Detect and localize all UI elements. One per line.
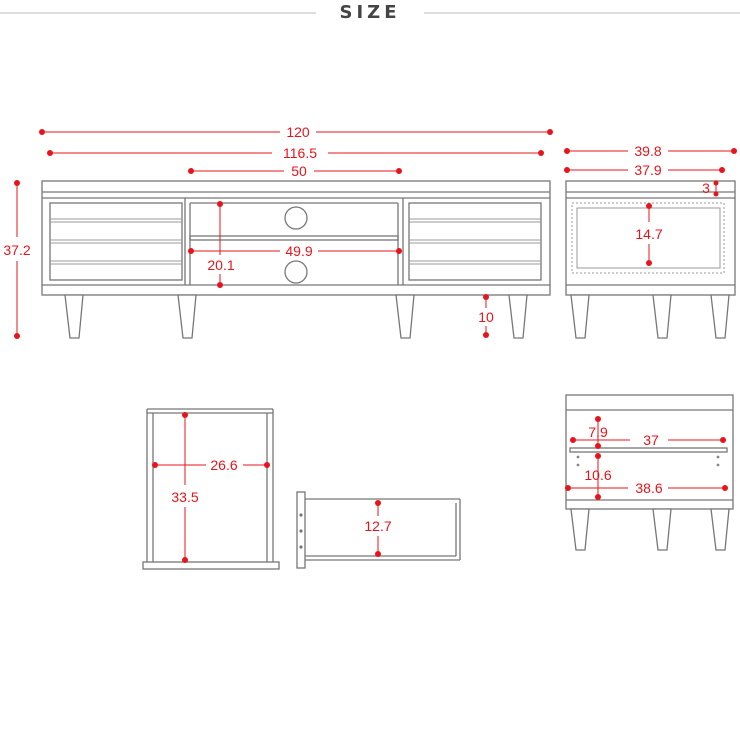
dimension-top-thickness: 3 — [702, 180, 719, 197]
label-shelf-height: 20.1 — [207, 257, 234, 273]
dimension-leg-height: 10 — [478, 294, 494, 338]
label-drawer-height: 33.5 — [171, 489, 198, 505]
label-bottom-depth: 38.6 — [635, 480, 662, 496]
label-inner-width: 116.5 — [283, 145, 317, 161]
title-rules — [0, 12, 740, 14]
dimension-inner-width: 116.5 — [47, 145, 544, 161]
dimension-drawer-side-height: 12.7 — [364, 500, 392, 557]
label-total-height: 37.2 — [3, 242, 30, 258]
label-shelf-depth: 37 — [643, 432, 659, 448]
label-drawer-width: 26.6 — [210, 457, 237, 473]
front-view-furniture — [41, 180, 551, 339]
dimension-opening-height: 14.7 — [635, 203, 663, 266]
label-center-width: 50 — [291, 163, 307, 179]
dimension-total-height: 37.2 — [3, 180, 31, 339]
label-top-thickness: 3 — [702, 180, 710, 196]
dimension-shelf-height: 20.1 — [207, 201, 235, 288]
page-title: SIZE — [339, 2, 401, 23]
label-leg-height: 10 — [478, 309, 494, 325]
drawer-front-view — [142, 408, 280, 570]
dimension-bottom-depth: 38.6 — [565, 480, 728, 496]
dimension-shelf-depth: 37 — [570, 432, 726, 448]
dimension-drawer-width: 26.6 — [152, 457, 270, 473]
dimension-lower-gap: 10.6 — [584, 453, 612, 500]
dimension-center-width: 50 — [188, 163, 402, 179]
section-view-furniture — [565, 394, 734, 551]
dimension-inner-depth: 37.9 — [564, 162, 725, 178]
drawer-side-view — [296, 491, 461, 569]
dimension-drawer-height: 33.5 — [171, 412, 199, 563]
label-drawer-side-height: 12.7 — [364, 518, 391, 534]
dimension-depth: 39.8 — [564, 143, 737, 159]
label-inner-depth: 37.9 — [634, 162, 661, 178]
label-opening-height: 14.7 — [635, 226, 662, 242]
label-upper-gap: 7.9 — [588, 424, 608, 440]
label-total-width: 120 — [286, 124, 310, 140]
dimension-upper-gap: 7.9 — [588, 416, 608, 449]
dimension-total-width: 120 — [39, 124, 553, 140]
dimension-shelf-width: 49.9 — [188, 243, 402, 259]
label-lower-gap: 10.6 — [584, 467, 611, 483]
title-bar: SIZE — [0, 0, 740, 28]
label-depth: 39.8 — [634, 143, 661, 159]
label-shelf-width: 49.9 — [285, 243, 312, 259]
side-view-furniture — [565, 180, 736, 339]
